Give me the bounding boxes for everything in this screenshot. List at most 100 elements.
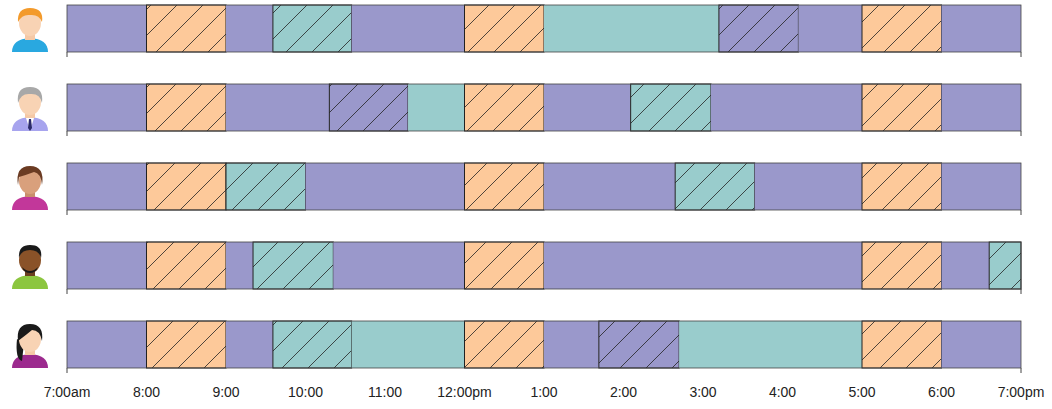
time-segment xyxy=(67,242,147,289)
time-segment xyxy=(408,84,464,131)
person-avatar xyxy=(12,166,48,210)
axis-tick xyxy=(1021,210,1022,215)
bar-outline xyxy=(67,321,1021,368)
time-segment xyxy=(465,5,545,52)
bar-outline xyxy=(67,5,1021,52)
person-avatar xyxy=(12,87,48,131)
time-segment xyxy=(67,84,147,131)
hatched-segment xyxy=(226,163,306,210)
time-segment xyxy=(333,242,464,289)
time-segment xyxy=(862,321,942,368)
time-label: 11:00 xyxy=(368,384,402,400)
time-segment xyxy=(147,84,227,131)
time-segment xyxy=(253,242,333,289)
time-segment xyxy=(465,163,545,210)
hatched-segment xyxy=(862,5,942,52)
time-label: 7:00am xyxy=(44,384,91,400)
axis-tick xyxy=(1021,52,1022,57)
time-segment xyxy=(465,321,545,368)
hatched-segment xyxy=(465,321,545,368)
bar-outline xyxy=(67,84,1021,131)
time-label: 12:00pm xyxy=(437,384,491,400)
time-segment xyxy=(631,84,711,131)
axis-tick xyxy=(1021,131,1022,136)
time-segment xyxy=(942,84,1022,131)
hatched-segment xyxy=(719,5,799,52)
hatched-segment xyxy=(465,84,545,131)
time-segment xyxy=(226,321,273,368)
person-avatar xyxy=(12,245,48,289)
time-segment xyxy=(544,321,599,368)
time-segment xyxy=(679,321,862,368)
hatched-segment xyxy=(465,5,545,52)
timeline-bars xyxy=(67,5,1021,373)
bar-outline xyxy=(67,242,1021,289)
hatched-segment xyxy=(329,84,408,131)
hatched-segment xyxy=(273,321,352,368)
time-label: 9:00 xyxy=(212,384,239,400)
time-segment xyxy=(942,163,1022,210)
time-segment xyxy=(599,321,679,368)
hatched-segment xyxy=(675,163,755,210)
axis-tick xyxy=(67,368,68,373)
time-segment xyxy=(67,163,147,210)
time-segment xyxy=(544,163,675,210)
time-segment xyxy=(273,5,352,52)
time-label: 7:00pm xyxy=(998,384,1045,400)
time-segment xyxy=(544,242,862,289)
hatched-segment xyxy=(273,5,352,52)
hatched-segment xyxy=(862,242,942,289)
hatched-segment xyxy=(147,84,227,131)
time-segment xyxy=(942,5,1022,52)
time-segment xyxy=(862,84,942,131)
time-segment xyxy=(711,84,862,131)
time-segment xyxy=(226,163,306,210)
time-label: 3:00 xyxy=(689,384,716,400)
time-segment xyxy=(942,321,1022,368)
hatched-segment xyxy=(253,242,333,289)
axis-tick xyxy=(1021,289,1022,294)
axis-tick xyxy=(67,210,68,215)
hatched-segment xyxy=(465,163,545,210)
person-avatar xyxy=(12,8,48,52)
time-segment xyxy=(989,242,1021,289)
time-label: 8:00 xyxy=(133,384,160,400)
hatched-segment xyxy=(862,163,942,210)
axis-tick xyxy=(67,131,68,136)
time-segment xyxy=(226,84,329,131)
hatched-segment xyxy=(147,5,227,52)
time-segment xyxy=(942,242,990,289)
hatched-segment xyxy=(862,321,942,368)
time-segment xyxy=(329,84,408,131)
hatched-segment xyxy=(989,242,1021,289)
time-segment xyxy=(675,163,755,210)
axis-tick xyxy=(67,289,68,294)
time-segment xyxy=(352,321,465,368)
axis-tick xyxy=(1021,368,1022,373)
time-segment xyxy=(147,321,227,368)
hatched-segment xyxy=(862,84,942,131)
hatched-segment xyxy=(147,321,227,368)
time-label: 2:00 xyxy=(610,384,637,400)
time-segment xyxy=(798,5,862,52)
time-segment xyxy=(465,242,545,289)
time-label: 10:00 xyxy=(288,384,323,400)
time-segment xyxy=(755,163,862,210)
time-segment xyxy=(147,163,227,210)
time-label: 4:00 xyxy=(769,384,796,400)
time-segment xyxy=(147,5,227,52)
hatched-segment xyxy=(465,242,545,289)
person-avatar xyxy=(12,324,48,368)
time-segment xyxy=(226,242,253,289)
time-segment xyxy=(226,5,273,52)
time-segment xyxy=(147,242,227,289)
time-segment xyxy=(306,163,465,210)
time-label: 6:00 xyxy=(928,384,955,400)
time-segment xyxy=(465,84,545,131)
time-segment xyxy=(544,84,631,131)
bar-outline xyxy=(67,163,1021,210)
time-segment xyxy=(544,5,719,52)
time-label: 1:00 xyxy=(530,384,557,400)
axis-tick xyxy=(67,52,68,57)
